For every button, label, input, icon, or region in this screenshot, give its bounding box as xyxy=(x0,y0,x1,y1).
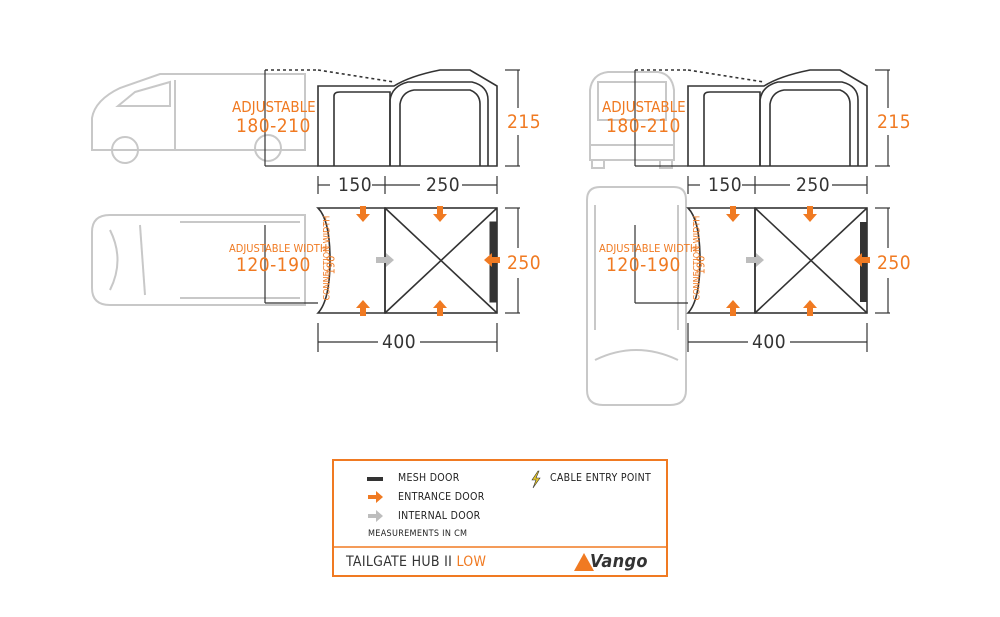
height-dimension-left xyxy=(505,69,520,167)
connection-width-value-right: 190 xyxy=(694,255,708,275)
height-value-left: 215 xyxy=(507,111,542,133)
connection-width-value-left: 190 xyxy=(324,255,338,275)
depth-value-left: 250 xyxy=(507,252,542,274)
van-rear-view-right xyxy=(589,71,675,169)
length-value-right: 400 xyxy=(752,331,787,353)
entrance-door-legend-icon xyxy=(368,491,383,503)
dim-b-left: 250 xyxy=(426,174,461,196)
width-dimensions-left xyxy=(317,176,498,194)
internal-door-arrow-right xyxy=(746,253,764,267)
length-dimension-left xyxy=(317,323,498,352)
tent-floorplan-left xyxy=(316,207,498,314)
legend-entrance-door: ENTRANCE DOOR xyxy=(398,491,485,503)
depth-dimension-left xyxy=(505,207,520,314)
legend-internal-door: INTERNAL DOOR xyxy=(398,510,481,522)
dim-a-right: 150 xyxy=(708,174,743,196)
legend-cable-entry: CABLE ENTRY POINT xyxy=(550,472,652,484)
internal-door-legend-icon xyxy=(368,510,383,522)
length-value-left: 400 xyxy=(382,331,417,353)
entrance-arrows-left xyxy=(356,206,500,316)
cable-entry-legend-icon xyxy=(531,470,541,489)
tent-side-view-right xyxy=(635,69,868,167)
legend-box: MESH DOOR ENTRANCE DOOR INTERNAL DOOR CA… xyxy=(332,459,668,577)
adjustable-width-label-left: ADJUSTABLE WIDTH xyxy=(229,242,328,255)
adjustable-width-label-right: ADJUSTABLE WIDTH xyxy=(599,242,698,255)
adjustable-width-range-right: 120-190 xyxy=(606,254,681,276)
dim-a-left: 150 xyxy=(338,174,373,196)
adjustable-width-bracket-right xyxy=(634,225,688,304)
adjustable-width-range-left: 120-190 xyxy=(236,254,311,276)
adjustable-range-left: 180-210 xyxy=(236,115,311,137)
width-dimensions-right xyxy=(687,176,868,194)
adjustable-bracket-right xyxy=(634,70,688,167)
depth-dimension-right xyxy=(875,207,890,314)
adjustable-bracket-left xyxy=(264,70,318,167)
adjustable-label-right: ADJUSTABLE xyxy=(602,98,686,116)
mesh-door-legend-icon xyxy=(367,477,383,481)
length-dimension-right xyxy=(687,323,868,352)
tent-side-view-left xyxy=(265,69,498,167)
legend-icons xyxy=(332,470,668,571)
adjustable-width-bracket-left xyxy=(264,225,318,304)
height-dimension-right xyxy=(875,69,890,167)
dim-b-right: 250 xyxy=(796,174,831,196)
product-variant: LOW xyxy=(456,554,487,570)
entrance-arrows-right xyxy=(726,206,870,316)
van-top-view-right xyxy=(586,186,687,406)
van-top-view-left xyxy=(91,214,306,306)
product-name: TAILGATE HUB II LOW xyxy=(346,555,486,569)
tent-floorplan-right xyxy=(686,207,868,314)
brand-logo-text: Vango xyxy=(590,551,648,572)
van-side-view-left xyxy=(91,73,306,164)
adjustable-label-left: ADJUSTABLE xyxy=(232,98,316,116)
internal-door-arrow-left xyxy=(376,253,394,267)
depth-value-right: 250 xyxy=(877,252,912,274)
brand-logo-icon xyxy=(574,553,594,571)
product-name-text: TAILGATE HUB II xyxy=(346,554,453,570)
adjustable-range-right: 180-210 xyxy=(606,115,681,137)
legend-mesh-door: MESH DOOR xyxy=(398,472,460,484)
height-value-right: 215 xyxy=(877,111,912,133)
legend-measurements: MEASUREMENTS IN CM xyxy=(368,529,468,539)
